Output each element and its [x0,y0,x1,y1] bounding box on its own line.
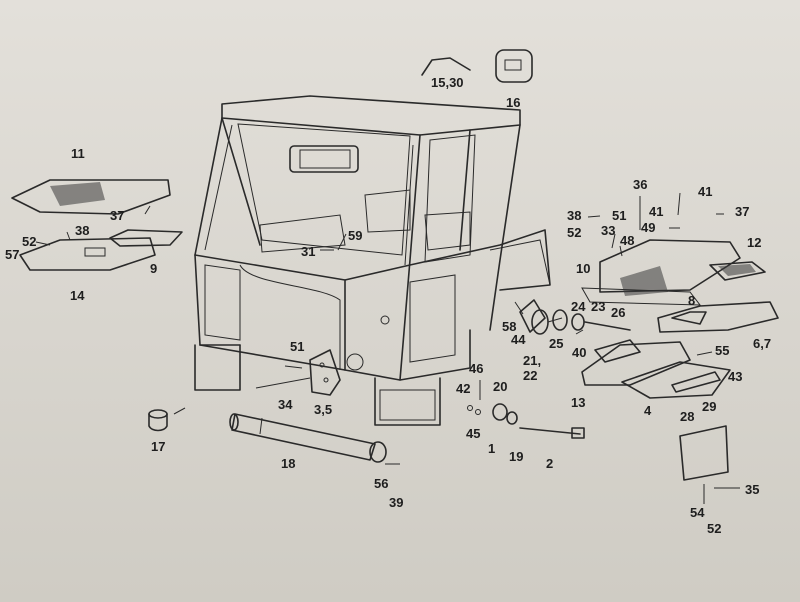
part-bracket-3-5 [309,349,341,396]
callout-34: 34 [278,397,293,412]
callout-3-5: 3,5 [314,402,333,417]
callout-58: 58 [502,319,517,334]
callout-24: 24 [571,299,586,314]
callout-35: 35 [745,482,760,497]
part-cap-17 [148,409,168,432]
callout-55: 55 [715,343,730,358]
callout-44: 44 [511,332,526,347]
callout-41: 41 [698,184,713,199]
callout-9: 9 [150,261,158,276]
callout-1: 1 [488,441,496,456]
callout-13: 13 [571,395,586,410]
callout-52c: 52 [707,521,722,536]
callout-18: 18 [281,456,296,471]
callout-17: 17 [151,439,166,454]
callout-11: 11 [71,146,85,161]
callout-38: 38 [75,223,90,238]
callout-43: 43 [728,369,743,384]
callout-42: 42 [456,381,471,396]
callout-59: 59 [348,228,363,243]
callout-48: 48 [620,233,635,248]
part-mat-11 [11,179,171,215]
callout-39: 39 [389,495,404,510]
part-floor-14 [19,237,156,271]
grille-shading [718,264,756,276]
callout-16: 16 [506,95,521,110]
callout-8: 8 [688,293,696,308]
callout-28: 28 [680,409,695,424]
part-grille-12 [709,261,766,281]
part-bracket [594,339,641,363]
part-handle [421,57,471,76]
callout-23: 23 [591,299,606,314]
callout-40: 40 [572,345,587,360]
callout-15-30: 15,30 [431,75,464,90]
part-step-6-7 [657,301,779,333]
callout-19: 19 [509,449,524,464]
part-cover-4 [621,361,731,399]
callout-4: 4 [644,403,652,418]
callout-54: 54 [690,505,705,520]
callout-56: 56 [374,476,389,491]
callout-52: 52 [22,234,37,249]
callout-49: 49 [641,220,656,235]
callout-6-7: 6,7 [753,336,772,351]
part-mirror [495,49,533,83]
part-plate-8 [671,311,707,325]
callout-31: 31 [301,244,316,259]
callout-52b: 52 [567,225,582,240]
part-strip-29 [671,371,721,393]
part-mount-24-26 [519,299,631,335]
callout-36: 36 [633,177,648,192]
leader-lines [35,192,740,504]
callout-10: 10 [576,261,591,276]
callout-51b: 51 [290,339,305,354]
callout-29: 29 [702,399,717,414]
part-platform-10 [581,239,741,306]
callout-46: 46 [469,361,484,376]
callout-20: 20 [493,379,508,394]
part-pins-1-2-20 [467,403,585,439]
callout-25: 25 [549,336,564,351]
callout-51: 51 [612,208,627,223]
callout-57: 57 [5,247,20,262]
part-tube-18 [229,413,387,463]
cab-frame [194,95,551,426]
part-bracket-13 [581,341,691,386]
callout-37: 37 [110,208,125,223]
callout-2: 2 [546,456,554,471]
callout-41b: 41 [649,204,664,219]
part-plate-9 [109,229,183,247]
callout-12: 12 [747,235,762,250]
callout-26: 26 [611,305,626,320]
callout-45: 45 [466,426,481,441]
part-plate-28 [679,425,729,481]
callout-33: 33 [601,223,616,238]
callout-14: 14 [70,288,85,303]
callout-38b: 38 [567,208,582,223]
callout-21-22: 21, 22 [523,353,542,383]
callout-37b: 37 [735,204,750,219]
